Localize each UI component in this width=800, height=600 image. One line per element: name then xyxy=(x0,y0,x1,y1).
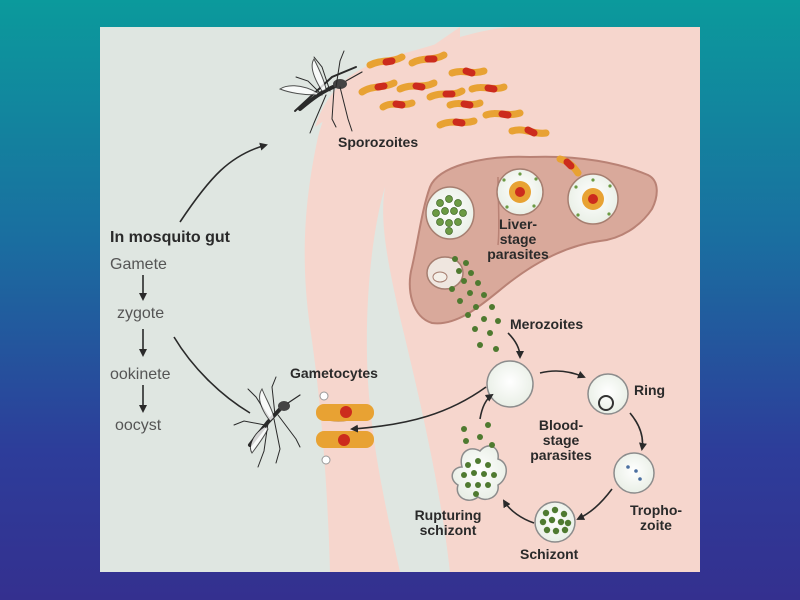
liver-cell-rupturing xyxy=(426,256,464,290)
ring-stage-cell xyxy=(587,373,629,415)
gametocyte-1 xyxy=(316,391,374,422)
label-liver-stage-parasites: Liver- stage parasites xyxy=(487,216,549,262)
arrow-rbc-to-gametocyte xyxy=(350,386,487,433)
arrow-to-mosquito-top xyxy=(179,142,268,223)
label-blood-stage-parasites: Blood- stage parasites xyxy=(530,417,592,463)
label-ookinete: ookinete xyxy=(110,366,171,383)
arrow-from-bottom-mosquito xyxy=(173,336,251,414)
label-oocyst: oocyst xyxy=(115,417,162,434)
label-rupturing-schizont: Rupturing schizont xyxy=(414,507,482,538)
arrow-rbc-to-ring xyxy=(539,370,586,379)
label-in-mosquito-gut: In mosquito gut xyxy=(110,229,230,246)
malaria-life-cycle-diagram: Sporozoites In mosquito gut Gamete zygot… xyxy=(100,27,700,572)
trophozoite-cell xyxy=(613,452,655,494)
rupturing-schizont-cell xyxy=(451,422,507,501)
liver-stage-parasite-b xyxy=(567,173,619,225)
schizont-cell xyxy=(534,501,576,543)
gametocyte-2 xyxy=(316,431,374,465)
merozoites-stream xyxy=(449,256,501,352)
red-blood-cell-merozoite-entry xyxy=(486,360,534,408)
label-sporozoites: Sporozoites xyxy=(338,134,419,150)
arrow-tropho-to-schizont xyxy=(576,488,613,520)
label-trophozoite: Tropho- zoite xyxy=(629,502,683,533)
liver-stage-parasite-a xyxy=(496,168,544,216)
label-merozoites: Merozoites xyxy=(510,316,584,332)
label-schizont: Schizont xyxy=(520,546,579,562)
label-ring: Ring xyxy=(634,382,666,398)
label-gametocytes: Gametocytes xyxy=(290,365,378,381)
arrow-merozoite-to-rbc xyxy=(507,332,524,359)
label-gamete: Gamete xyxy=(110,256,167,273)
label-zygote: zygote xyxy=(117,305,165,322)
mosquito-bottom xyxy=(233,376,301,468)
arrow-ring-to-tropho xyxy=(629,412,647,451)
sporozoites-group xyxy=(358,51,582,177)
cycle-arrows xyxy=(139,142,647,524)
liver-cell-infected xyxy=(425,186,475,240)
arrow-rupturing-to-rbc xyxy=(479,393,494,420)
mosquito-top xyxy=(278,50,363,134)
arrow-schizont-to-rupturing xyxy=(502,499,535,524)
diagram-artwork xyxy=(139,27,700,572)
